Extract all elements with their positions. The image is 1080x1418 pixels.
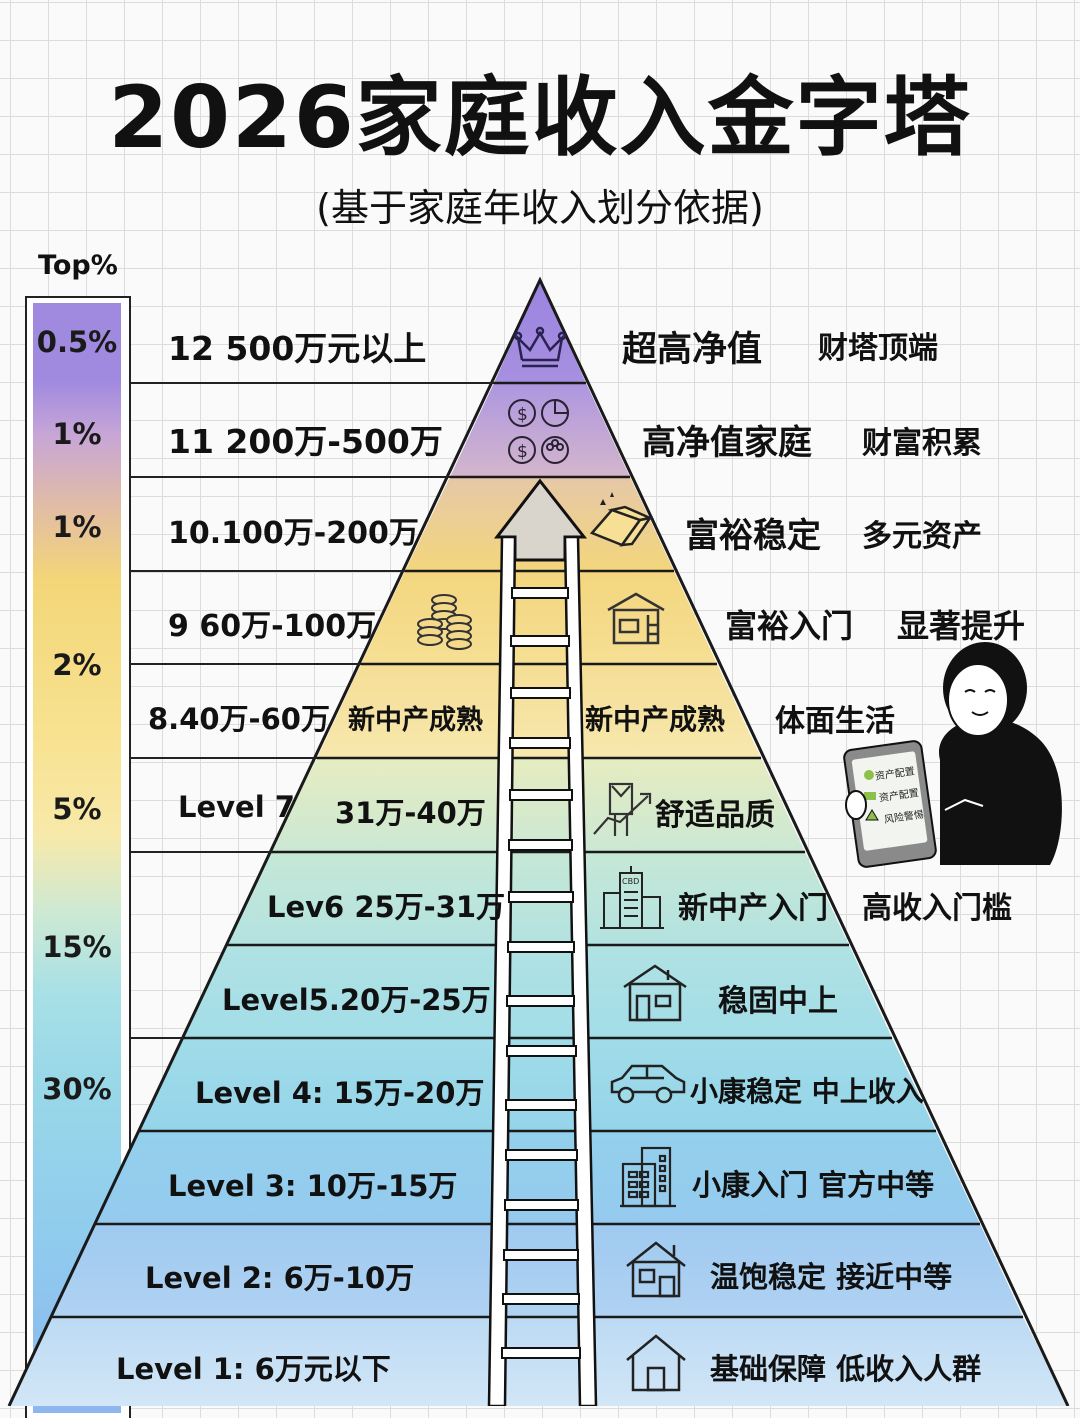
businessman-icon (593, 782, 652, 836)
villa-icon (607, 592, 665, 645)
svg-text:CBD: CBD (622, 877, 639, 886)
level-9-income: 9 60万-100万 (168, 609, 377, 644)
level-11-title: 高净值家庭 (642, 423, 812, 463)
page-title: 2026家庭收入金字塔 (108, 68, 972, 168)
level-8-pyramid-label: 新中产成熟 (348, 705, 483, 736)
level-8-title: 新中产成熟 (585, 703, 726, 736)
simple-house-icon (626, 1334, 686, 1392)
percent-column-label: Top% (38, 250, 118, 281)
level-5-title: 稳固中上 (718, 984, 838, 1019)
level-12-note: 财塔顶端 (818, 331, 938, 366)
svg-text:$: $ (517, 442, 528, 462)
level-3-title: 小康入门 官方中等 (692, 1168, 935, 1202)
gold-bar-icon (589, 492, 655, 547)
car-icon (610, 1064, 686, 1104)
level-6-note: 高收入门槛 (862, 891, 1012, 926)
level-7-income: 31万-40万 (335, 796, 486, 830)
level-4-title: 小康稳定 中上收入 (690, 1075, 924, 1108)
level-11-note: 财富积累 (862, 426, 982, 461)
level-7-name: Level 7 (178, 790, 295, 824)
level-2-title: 温饱稳定 接近中等 (710, 1260, 953, 1294)
percent-entry: 0.5% (36, 325, 118, 359)
level-7-title: 舒适品质 (655, 798, 775, 833)
apartment-icon (620, 1146, 676, 1208)
cbd-building-icon: CBD (600, 866, 664, 929)
percent-entry: 15% (42, 930, 112, 964)
level-11-income: 11 200万-500万 (168, 422, 443, 461)
level-6-income: Lev6 25万-31万 (267, 890, 506, 924)
level-5-income: Level5.20万-25万 (222, 983, 491, 1017)
level-6-title: 新中产入门 (678, 891, 828, 926)
level-9-title: 富裕入门 (725, 607, 854, 645)
level-9-note: 显著提升 (897, 607, 1026, 645)
level-12-title: 超高净值 (622, 330, 763, 370)
crown-icon (513, 326, 567, 368)
wealth-icons: $ $ (508, 398, 570, 464)
level-12-income: 12 500万元以上 (168, 329, 427, 368)
house-icon (623, 964, 687, 1022)
home-icon (626, 1241, 686, 1298)
percent-entry: 2% (52, 648, 102, 682)
level-1-title: 基础保障 低收入人群 (710, 1352, 982, 1386)
level-10-income: 10.100万-200万 (168, 516, 419, 551)
level-3-income: Level 3: 10万-15万 (168, 1169, 458, 1203)
level-10-note: 多元资产 (862, 519, 982, 554)
level-2-income: Level 2: 6万-10万 (145, 1261, 415, 1295)
person-with-tablet-illustration: 资产配置 资产配置 风险警惕 (843, 642, 1062, 868)
svg-text:$: $ (517, 405, 528, 425)
level-1-income: Level 1: 6万元以下 (116, 1352, 391, 1386)
level-8-income: 8.40万-60万 (148, 702, 330, 736)
percent-entry: 30% (42, 1072, 112, 1106)
level-10-title: 富裕稳定 (685, 516, 821, 556)
page-subtitle: (基于家庭年收入划分依据) (316, 186, 764, 230)
level-4-income: Level 4: 15万-20万 (195, 1076, 485, 1110)
percent-entry: 5% (52, 792, 102, 826)
percent-entry: 1% (52, 510, 102, 544)
ladder-arrow-icon (487, 478, 598, 1406)
percent-entry: 1% (52, 417, 102, 451)
level-8-note: 体面生活 (775, 704, 895, 739)
coin-stack-icon (417, 594, 472, 650)
